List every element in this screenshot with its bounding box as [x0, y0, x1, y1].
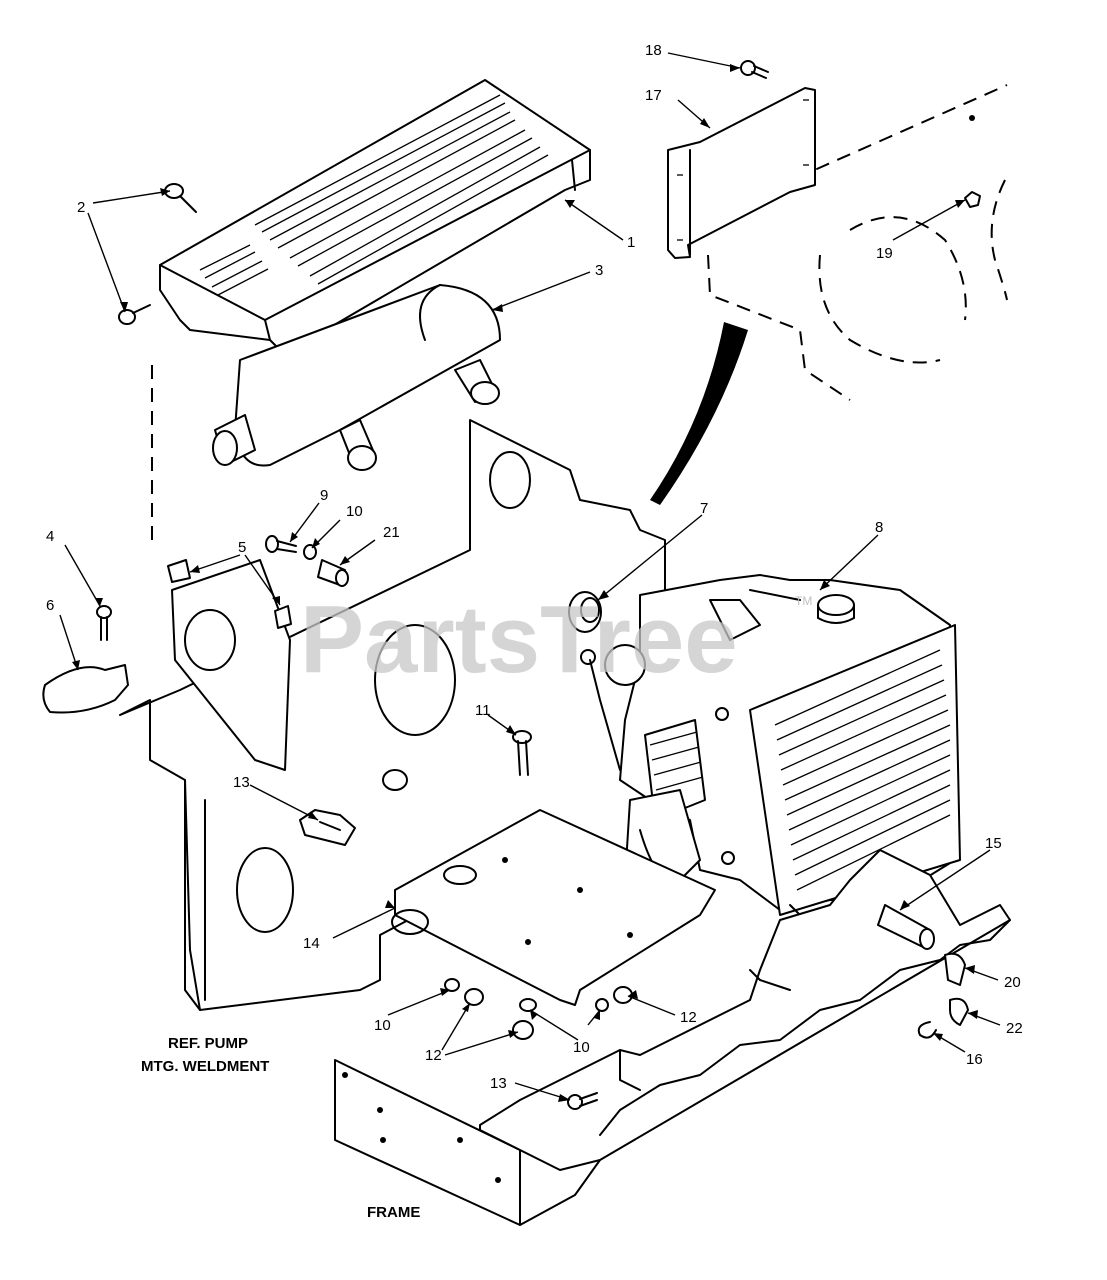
callout-numbers: 1 2 3 4 5 6 7 8 9 10 21 11 13 14 15 20 2… [46, 42, 1023, 1092]
hose-6 [42, 664, 129, 714]
clip-16 [917, 1021, 937, 1039]
bolt-11 [512, 730, 532, 776]
arrowheads [72, 64, 978, 1102]
callout-10-center: 10 [573, 1039, 590, 1056]
svg-text:PartsTree: PartsTree [300, 586, 738, 693]
engine-assembly [580, 574, 961, 916]
callout-6: 6 [46, 597, 54, 614]
nut-19 [964, 191, 981, 208]
callout-9: 9 [320, 487, 328, 504]
callout-2: 2 [77, 199, 85, 216]
callout-4: 4 [46, 528, 54, 545]
callout-8: 8 [875, 519, 883, 536]
label-ref-pump: REF. PUMP [168, 1035, 248, 1052]
callout-12-left: 12 [425, 1047, 442, 1064]
cover-screw-upper [164, 183, 197, 213]
elbow-20 [944, 952, 966, 986]
svg-text:TM: TM [795, 594, 812, 608]
callout-12-right: 12 [680, 1009, 697, 1026]
label-frame: FRAME [367, 1204, 420, 1221]
assembly-arrow [650, 322, 748, 505]
spacer-21 [317, 559, 349, 587]
bolt-9 [265, 535, 297, 553]
muffler [212, 284, 501, 471]
label-mtg-weldment: MTG. WELDMENT [141, 1058, 269, 1075]
clip-left [167, 559, 191, 583]
bracket-17 [667, 87, 816, 259]
callout-10-upper: 10 [346, 503, 363, 520]
washer-10-right [595, 998, 609, 1012]
washer-10-upper [303, 544, 317, 560]
muffler-cover [159, 79, 591, 356]
callout-21: 21 [383, 524, 400, 541]
hose-clamp-screw-4 [96, 605, 112, 641]
callout-13-upper: 13 [233, 774, 250, 791]
callout-14: 14 [303, 935, 320, 952]
screw-18 [740, 60, 769, 79]
callout-3: 3 [595, 262, 603, 279]
nut-12-left [464, 988, 484, 1006]
callout-10-left: 10 [374, 1017, 391, 1034]
grommet-7 [568, 591, 602, 633]
nut-12-right [613, 986, 633, 1004]
pump-mounting-plate [119, 419, 666, 1011]
washer-10-center [519, 998, 537, 1012]
pipe-15 [877, 904, 935, 950]
frame-rail [334, 849, 1011, 1226]
callout-17: 17 [645, 87, 662, 104]
cover-screw-lower [118, 304, 151, 325]
nut-12-center [512, 1020, 534, 1040]
callout-19: 19 [876, 245, 893, 262]
callout-18: 18 [645, 42, 662, 59]
watermark: PartsTree TM [300, 586, 812, 693]
fitting-22 [949, 997, 969, 1026]
callout-22: 22 [1006, 1020, 1023, 1037]
clip-right [274, 605, 292, 629]
engine-mount-plate [391, 809, 716, 1006]
callout-7: 7 [700, 500, 708, 517]
callout-20: 20 [1004, 974, 1021, 991]
gasket-plate [171, 559, 291, 771]
callout-1: 1 [627, 234, 635, 251]
callout-16: 16 [966, 1051, 983, 1068]
callout-15: 15 [985, 835, 1002, 852]
bolt-13-lower [567, 1092, 598, 1110]
washer-10-left [444, 978, 460, 992]
callout-13-lower: 13 [490, 1075, 507, 1092]
callout-5: 5 [238, 539, 246, 556]
callout-11: 11 [475, 702, 491, 719]
